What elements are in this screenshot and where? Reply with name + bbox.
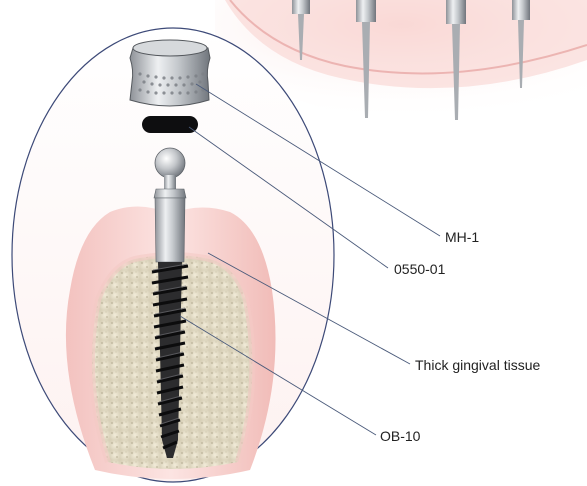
label-mh1: MH-1 (445, 229, 479, 245)
label-gingival-tissue: Thick gingival tissue (415, 357, 540, 373)
mh1-housing (130, 40, 210, 106)
label-ob10: OB-10 (380, 428, 420, 444)
label-o-ring: 0550-01 (394, 261, 445, 277)
ball-abutment (154, 148, 186, 262)
o-ring-0550-01 (142, 116, 198, 133)
